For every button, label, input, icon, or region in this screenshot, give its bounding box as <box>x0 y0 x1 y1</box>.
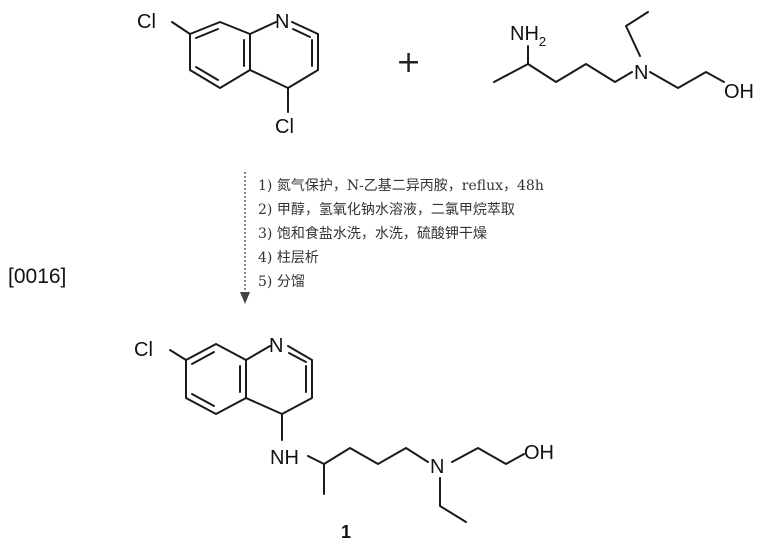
atom-n-ring: N <box>275 11 289 33</box>
product-compound-1: Cl N NH N OH 1 <box>134 335 554 542</box>
atom-nh: NH <box>270 447 299 469</box>
condition-step-2: 2) 甲醇，氢氧化钠水溶液，二氯甲烷萃取 <box>258 201 515 218</box>
paragraph-label: [0016] <box>8 265 66 288</box>
atom-n-tertiary: N <box>430 456 444 478</box>
condition-step-5: 5) 分馏 <box>258 274 305 290</box>
reaction-arrow <box>240 172 250 304</box>
atom-n-tertiary: N <box>634 62 648 84</box>
reaction-conditions: 1) 氮气保护，N-乙基二异丙胺，reflux，48h 2) 甲醇，氢氧化钠水溶… <box>258 177 544 290</box>
compound-number: 1 <box>341 522 351 542</box>
atom-cl-4: Cl <box>275 116 294 138</box>
plus-sign: + <box>396 45 421 80</box>
reactant-amino-alcohol: NH2 N OH <box>493 11 754 103</box>
condition-step-4: 4) 柱层析 <box>258 250 319 266</box>
atom-cl: Cl <box>134 339 153 361</box>
atom-oh: OH <box>524 442 554 464</box>
atom-n-ring: N <box>269 335 283 357</box>
atom-nh2: NH2 <box>510 23 546 49</box>
condition-step-1: 1) 氮气保护，N-乙基二异丙胺，reflux，48h <box>258 177 544 194</box>
atom-oh: OH <box>724 81 754 103</box>
reactant-dichloroquinoline: Cl N Cl <box>137 11 319 138</box>
condition-step-3: 3) 饱和食盐水洗，水洗，硫酸钾干燥 <box>258 225 487 242</box>
atom-cl-7: Cl <box>137 11 156 33</box>
